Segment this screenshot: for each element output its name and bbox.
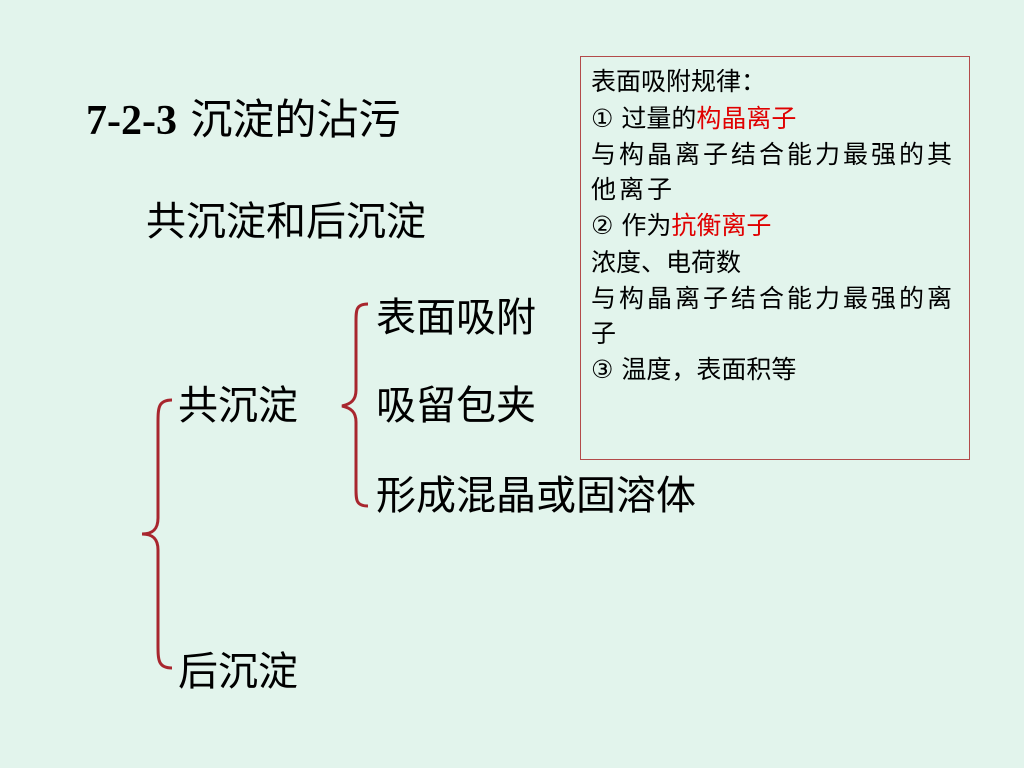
slide-title: 7-2-3 沉淀的沾污 (86, 92, 400, 149)
rule-item-1-detail: 与构晶离子结合能力最强的其他离子 (591, 140, 956, 204)
inner-brace (341, 302, 369, 508)
title-number: 7-2-3 (86, 98, 177, 144)
outer-brace (141, 398, 173, 670)
rule-item-3: ③ 温度，表面积等 (591, 355, 797, 384)
title-text: 沉淀的沾污 (190, 95, 401, 144)
rule-item-2-detail: 与构晶离子结合能力最强的离子 (591, 284, 956, 348)
surface-adsorption-label: 表面吸附 (376, 295, 536, 341)
adsorption-rules-box: 表面吸附规律： ① 过量的构晶离子 与构晶离子结合能力最强的其他离子 ② 作为抗… (580, 56, 970, 460)
rule-item-2-highlight: 抗衡离子 (671, 211, 772, 240)
rule-item-2-factors: 浓度、电荷数 (591, 248, 742, 277)
rule-item-2-prefix: ② 作为 (591, 211, 672, 240)
coprecipitation-label: 共沉淀 (178, 383, 298, 429)
rule-item-1-highlight: 构晶离子 (696, 104, 797, 133)
rules-heading: 表面吸附规律： (591, 67, 767, 96)
occlusion-label: 吸留包夹 (376, 383, 536, 429)
rule-item-1-prefix: ① 过量的 (591, 104, 697, 133)
slide-subtitle: 共沉淀和后沉淀 (146, 199, 426, 245)
rule-item-2: ② 作为抗衡离子 (591, 207, 961, 244)
postprecipitation-label: 后沉淀 (178, 649, 298, 695)
rule-item-1: ① 过量的构晶离子 (591, 100, 961, 137)
mixed-crystal-label: 形成混晶或固溶体 (376, 473, 696, 519)
